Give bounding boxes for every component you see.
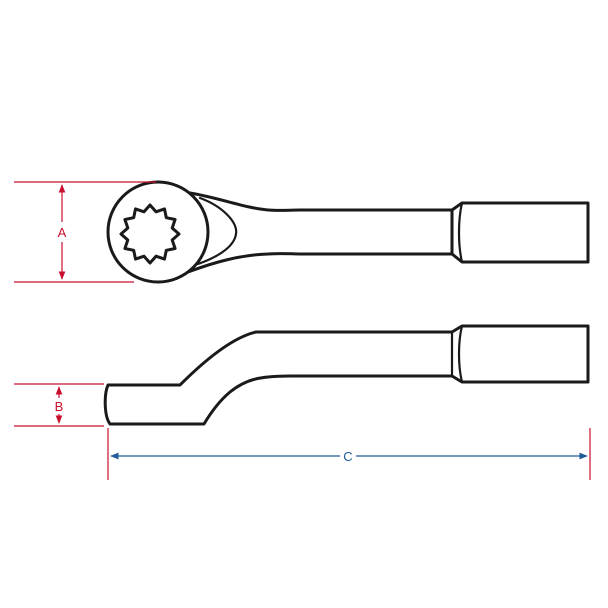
dimension-c: C [107, 428, 591, 480]
wrench-handle-collar [457, 201, 464, 264]
wrench-side-collar [457, 324, 464, 384]
wrench-neck-upper [188, 191, 454, 212]
wrench-side-outline [103, 324, 590, 426]
dimension-b-label: B [55, 399, 64, 414]
dimension-c-label: C [343, 449, 352, 464]
wrench-ring-head [106, 180, 210, 284]
dimension-a-label: A [58, 225, 67, 240]
dimension-a: A [14, 181, 156, 283]
twelve-point-socket [119, 203, 181, 265]
dimension-b: B [14, 383, 104, 427]
wrench-side-view [103, 324, 590, 426]
wrench-handle-grip [450, 201, 590, 264]
wrench-neck-lower [186, 252, 454, 274]
wrench-top-view [106, 180, 590, 284]
wrench-neck-relief [196, 196, 238, 266]
